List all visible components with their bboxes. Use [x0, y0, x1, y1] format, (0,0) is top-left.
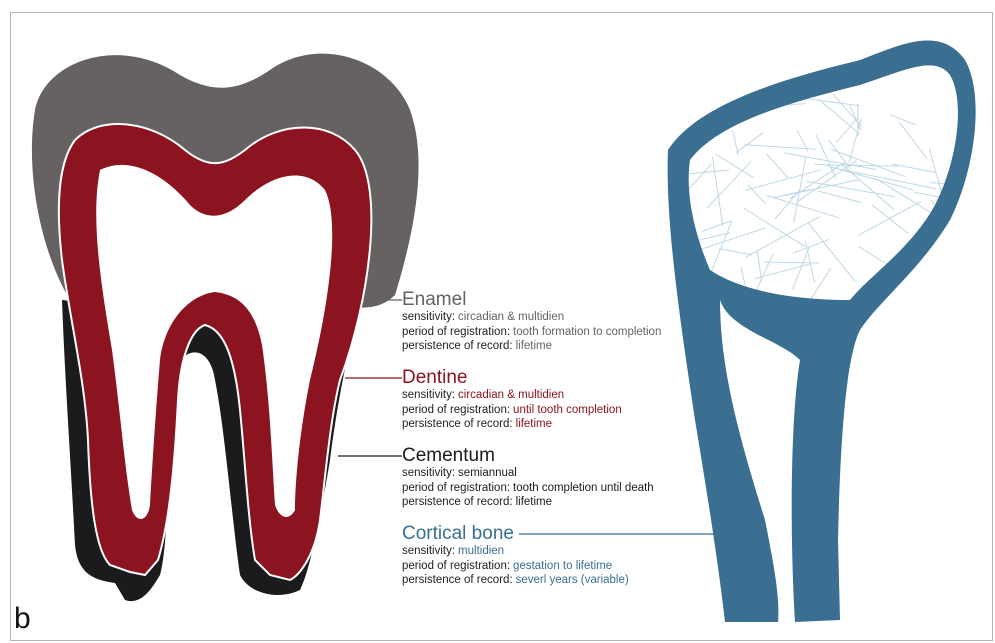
panel-label: b	[14, 602, 31, 636]
row-key: sensitivity:	[402, 311, 455, 323]
enamel-label-block: Enamel sensitivity:circadian & multidien…	[402, 290, 661, 353]
cementum-title: Cementum	[402, 446, 654, 465]
row-value: gestation to lifetime	[513, 560, 612, 572]
dentine-period-row: period of registration:until tooth compl…	[402, 405, 622, 417]
cementum-sensitivity-row: sensitivity:semiannual	[402, 468, 654, 480]
tooth-illustration	[32, 54, 419, 601]
enamel-title: Enamel	[402, 290, 661, 309]
row-value: tooth completion until death	[513, 482, 654, 494]
row-key: period of registration:	[402, 482, 510, 494]
enamel-persistence-row: persistence of record:lifetime	[402, 341, 661, 353]
row-key: sensitivity:	[402, 389, 455, 401]
row-value: lifetime	[516, 496, 552, 508]
row-key: sensitivity:	[402, 467, 455, 479]
bone-illustration	[646, 41, 987, 622]
row-value: until tooth completion	[513, 404, 622, 416]
row-value: semiannual	[458, 467, 517, 479]
enamel-period-row: period of registration:tooth formation t…	[402, 327, 661, 339]
row-key: sensitivity:	[402, 545, 455, 557]
row-key: persistence of record:	[402, 496, 513, 508]
row-key: period of registration:	[402, 404, 510, 416]
row-value: circadian & multidien	[458, 311, 564, 323]
row-value: circadian & multidien	[458, 389, 564, 401]
dentine-persistence-row: persistence of record:lifetime	[402, 419, 622, 431]
row-value: severl years (variable)	[516, 574, 629, 586]
row-value: tooth formation to completion	[513, 326, 661, 338]
cementum-period-row: period of registration:tooth completion …	[402, 483, 654, 495]
row-key: persistence of record:	[402, 418, 513, 430]
row-key: persistence of record:	[402, 574, 513, 586]
cortical-bone-label-block: Cortical bone sensitivity:multidien peri…	[402, 524, 629, 587]
dentine-sensitivity-row: sensitivity:circadian & multidien	[402, 390, 622, 402]
cortical-bone-sensitivity-row: sensitivity:multidien	[402, 546, 629, 558]
cortical-bone-title: Cortical bone	[402, 524, 629, 543]
row-key: period of registration:	[402, 326, 510, 338]
dentine-label-block: Dentine sensitivity:circadian & multidie…	[402, 368, 622, 431]
row-value: lifetime	[516, 418, 552, 430]
enamel-sensitivity-row: sensitivity:circadian & multidien	[402, 312, 661, 324]
row-key: persistence of record:	[402, 340, 513, 352]
row-key: period of registration:	[402, 560, 510, 572]
cementum-persistence-row: persistence of record:lifetime	[402, 497, 654, 509]
cortical-bone-persistence-row: persistence of record:severl years (vari…	[402, 575, 629, 587]
cementum-label-block: Cementum sensitivity:semiannual period o…	[402, 446, 654, 509]
trabecula-strand	[913, 261, 948, 324]
cortical-bone-period-row: period of registration:gestation to life…	[402, 561, 629, 573]
dentine-title: Dentine	[402, 368, 622, 387]
row-value: multidien	[458, 545, 504, 557]
row-value: lifetime	[516, 340, 552, 352]
